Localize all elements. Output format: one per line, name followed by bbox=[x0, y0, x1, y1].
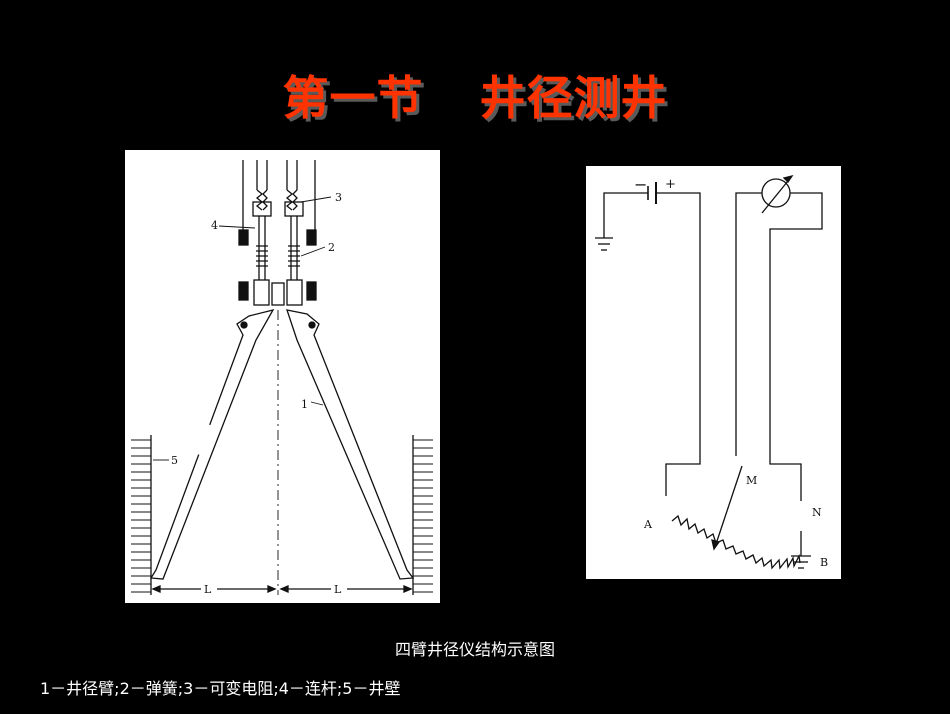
label-plus: + bbox=[665, 177, 676, 192]
label-N: N bbox=[812, 506, 822, 519]
slide-title: 第一节 井径测井 bbox=[0, 62, 950, 128]
label-5: 5 bbox=[171, 454, 178, 467]
label-L-left: L bbox=[204, 583, 212, 596]
caliper-circuit-diagram: − + M A N B bbox=[586, 166, 841, 579]
label-L-right: L bbox=[334, 583, 342, 596]
caliper-structure-diagram: 3 4 2 1 5 L L bbox=[125, 150, 440, 603]
title-section: 第一节 bbox=[282, 71, 424, 125]
title-topic: 井径测井 bbox=[479, 71, 668, 125]
label-3: 3 bbox=[335, 191, 342, 204]
label-1: 1 bbox=[301, 398, 308, 411]
label-minus: − bbox=[634, 175, 647, 194]
label-M: M bbox=[746, 474, 757, 487]
label-2: 2 bbox=[328, 241, 335, 254]
label-B: B bbox=[820, 556, 828, 569]
diagram-caption: 四臂井径仪结构示意图 bbox=[394, 640, 555, 659]
diagram-legend: 1－井径臂;2－弹簧;3－可变电阻;4－连杆;5－井壁 bbox=[40, 679, 401, 698]
label-A: A bbox=[643, 518, 653, 531]
label-4: 4 bbox=[211, 219, 218, 232]
